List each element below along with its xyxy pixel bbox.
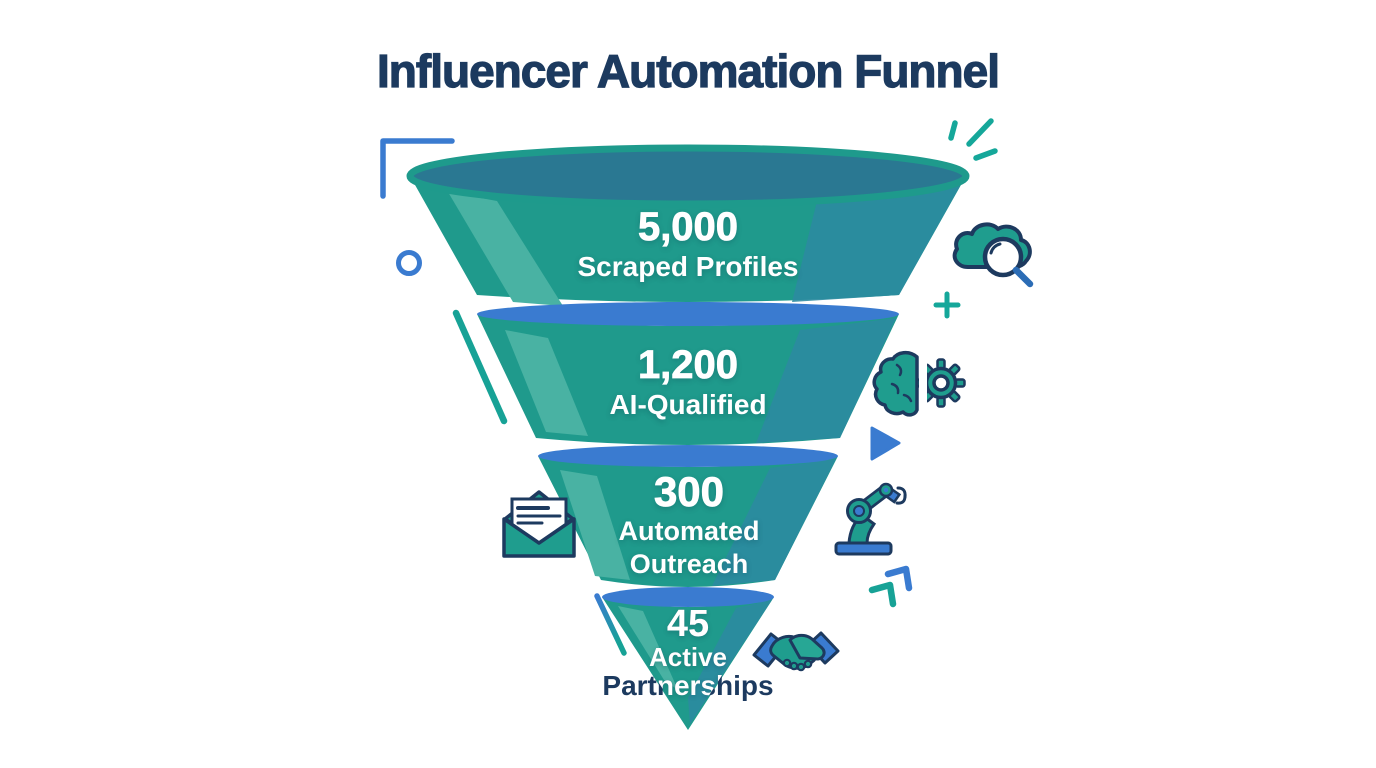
funnel-stage-4-shape (602, 587, 774, 730)
stage-4-label-line1: Active (648, 642, 728, 672)
stage-3-value: 300 (653, 468, 725, 515)
stage-3-label-line2: Outreach (629, 549, 749, 580)
stage-2-text: 1,200 AI-Qualified (609, 343, 767, 420)
stage-2-value: 1,200 (637, 343, 739, 387)
sparkle-burst (948, 118, 998, 161)
stage-3-text: 300 Automated Outreach (618, 468, 760, 580)
stage-4-text: 45 Active Partnerships 45 Active Partner… (553, 604, 823, 734)
page-title: Influencer Automation Funnel (376, 44, 1000, 97)
handshake-icon (752, 631, 840, 672)
stage-3-label-line1: Automated (618, 516, 760, 547)
stage-4-text-outer: 45 Active Partnerships (602, 603, 774, 701)
envelope-icon (502, 490, 576, 558)
stage-1-text: 5,000 Scraped Profiles (577, 205, 799, 282)
funnel-stage-1-shape (406, 144, 970, 306)
plus-icon (933, 291, 961, 319)
stage-2-label: AI-Qualified (609, 389, 767, 420)
funnel-stage-3-shape (538, 445, 838, 587)
robot-arm-icon (834, 482, 907, 556)
stage-1-label: Scraped Profiles (577, 251, 799, 282)
diagonal-line (452, 309, 508, 425)
circle-outline (396, 250, 422, 276)
corner-bracket (380, 138, 455, 199)
stage-4-value: 45 (666, 603, 710, 645)
brain-gear-icon (872, 349, 966, 417)
diagonal-line-gradient (594, 593, 627, 656)
chevron-arrows-icon (868, 565, 913, 608)
cloud-search-icon (952, 222, 1034, 288)
stage-1-value: 5,000 (637, 205, 739, 249)
funnel-stage-2-shape (477, 302, 899, 445)
play-triangle-icon (870, 426, 901, 461)
